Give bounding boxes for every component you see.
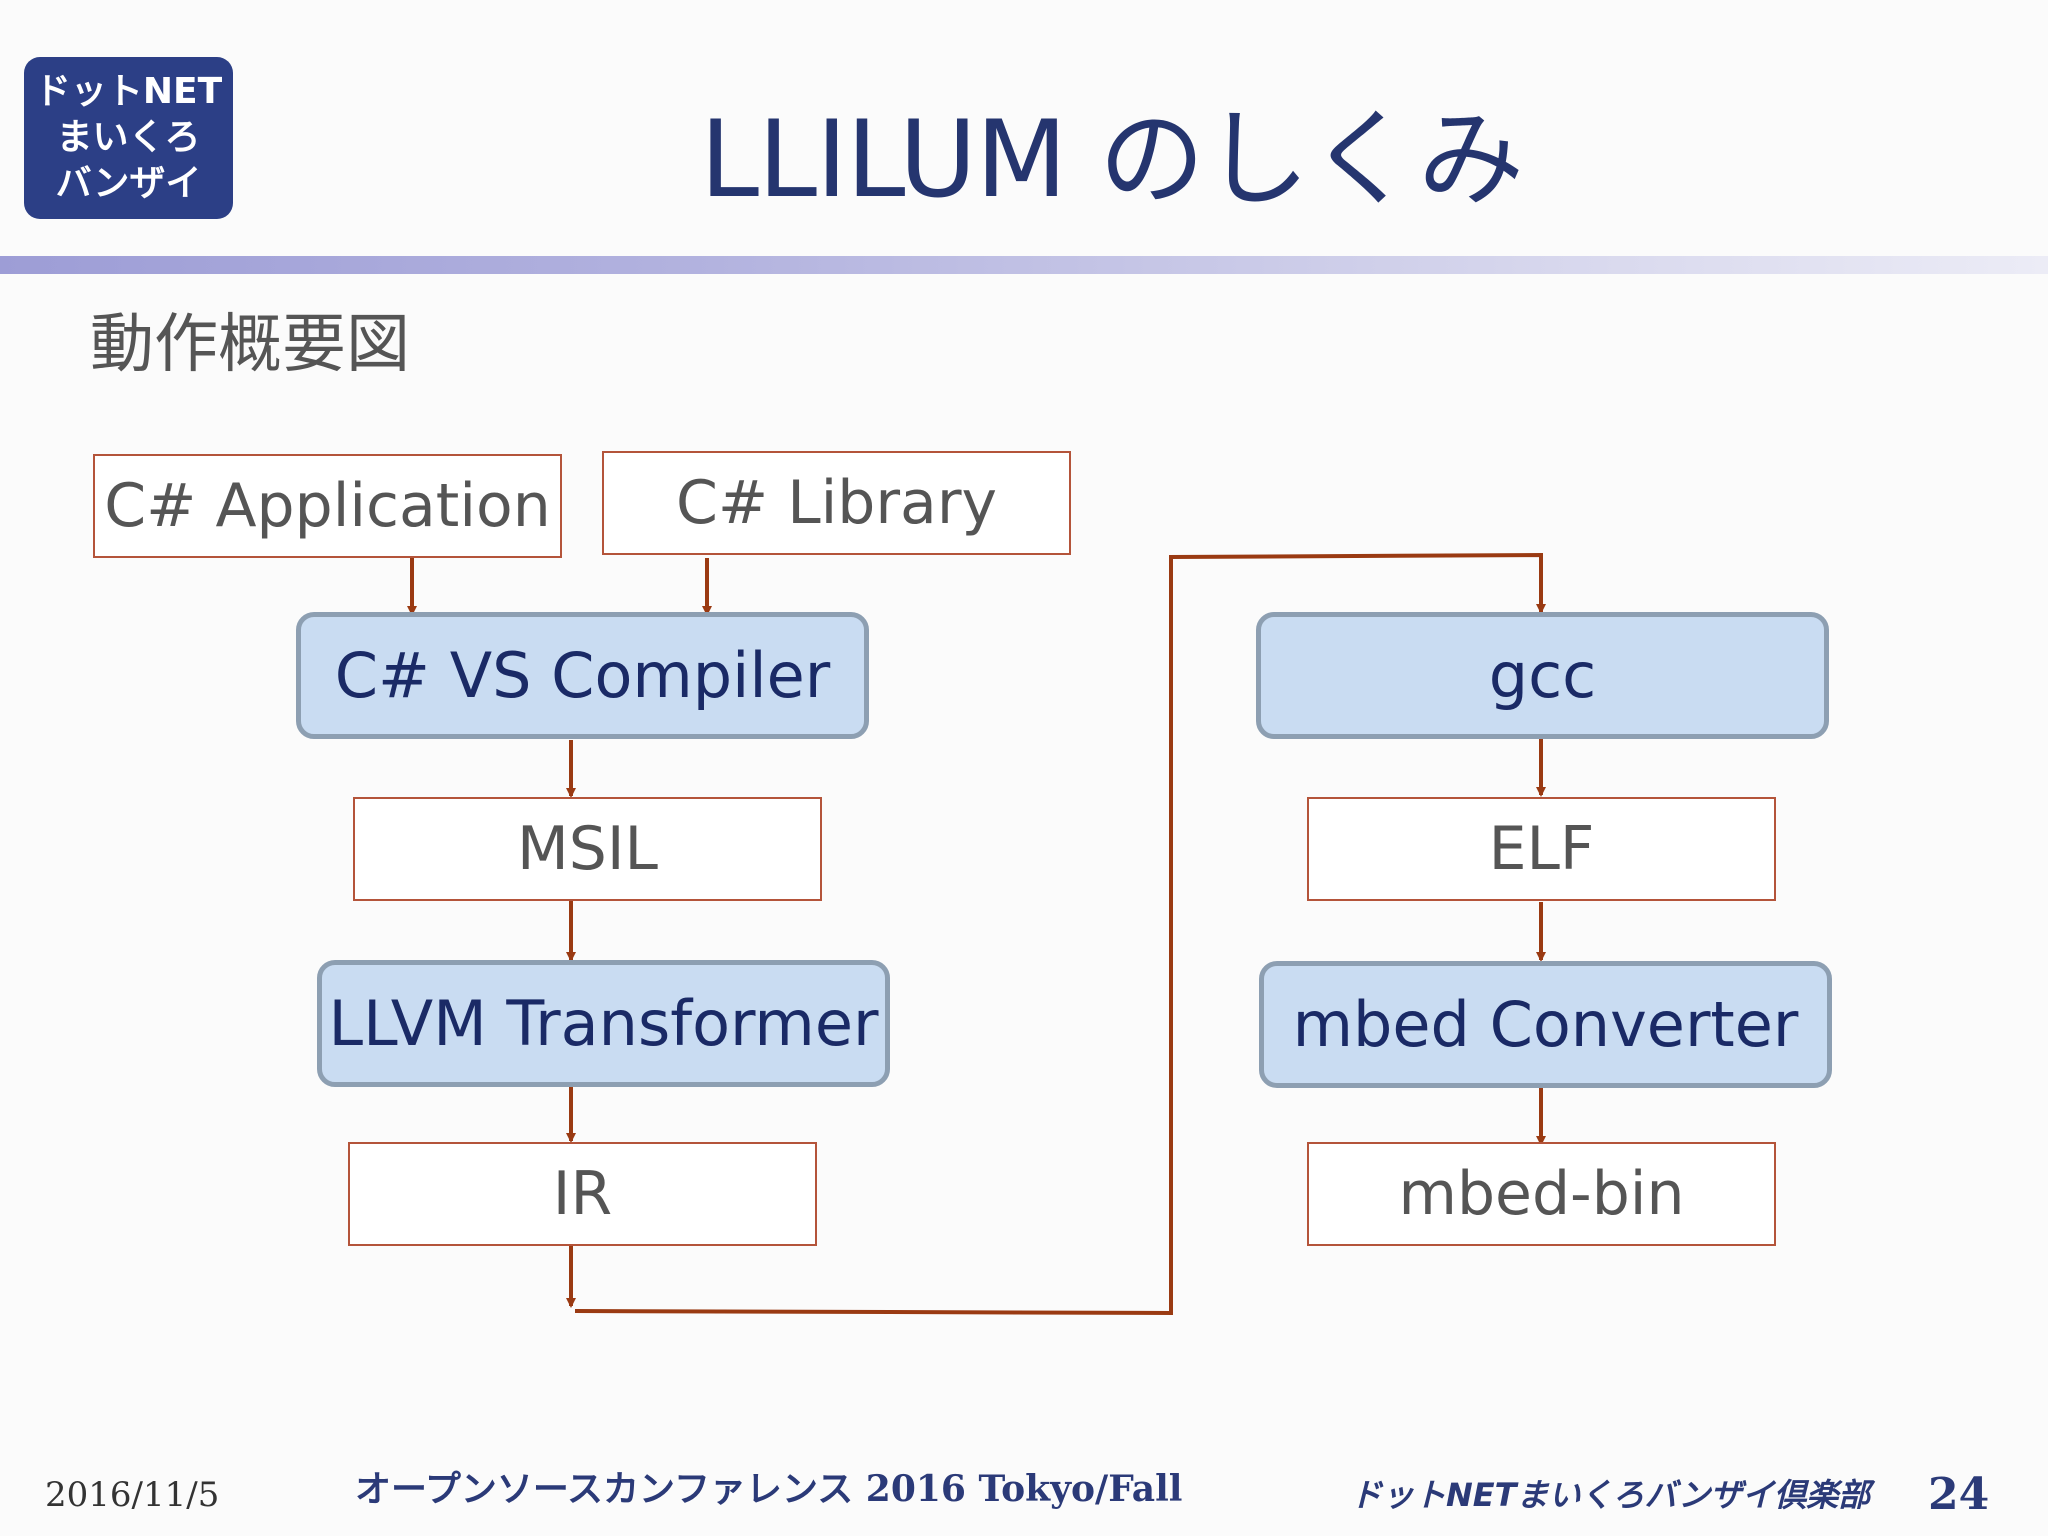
title-underline	[0, 256, 2048, 274]
footer-club-name: ドットNETまいくろバンザイ倶楽部	[1350, 1476, 1871, 1514]
node-mbed-converter: mbed Converter	[1259, 961, 1832, 1088]
node-llvm-transformer: LLVM Transformer	[317, 960, 890, 1087]
node-csharp-vs-compiler: C# VS Compiler	[296, 612, 869, 739]
node-csharp-library: C# Library	[602, 451, 1071, 555]
logo-line-3: バンザイ	[55, 163, 202, 204]
node-msil: MSIL	[353, 797, 822, 901]
arrow-ir-to-gcc	[574, 552, 1546, 1316]
page-number: 24	[1928, 1469, 1990, 1520]
club-logo: ドットNET まいくろ バンザイ	[24, 57, 233, 219]
slide-subtitle: 動作概要図	[90, 308, 410, 382]
node-csharp-application: C# Application	[93, 454, 562, 558]
logo-line-1: ドットNET	[34, 71, 223, 112]
slide-title: LLILUM のしくみ	[700, 98, 1524, 221]
node-mbed-bin: mbed-bin	[1307, 1142, 1776, 1246]
node-ir: IR	[348, 1142, 817, 1246]
footer-date: 2016/11/5	[45, 1475, 220, 1515]
logo-line-2: まいくろ	[56, 117, 201, 158]
footer-event: オープンソースカンファレンス 2016 Tokyo/Fall	[355, 1468, 1183, 1510]
node-elf: ELF	[1307, 797, 1776, 901]
node-gcc: gcc	[1256, 612, 1829, 739]
